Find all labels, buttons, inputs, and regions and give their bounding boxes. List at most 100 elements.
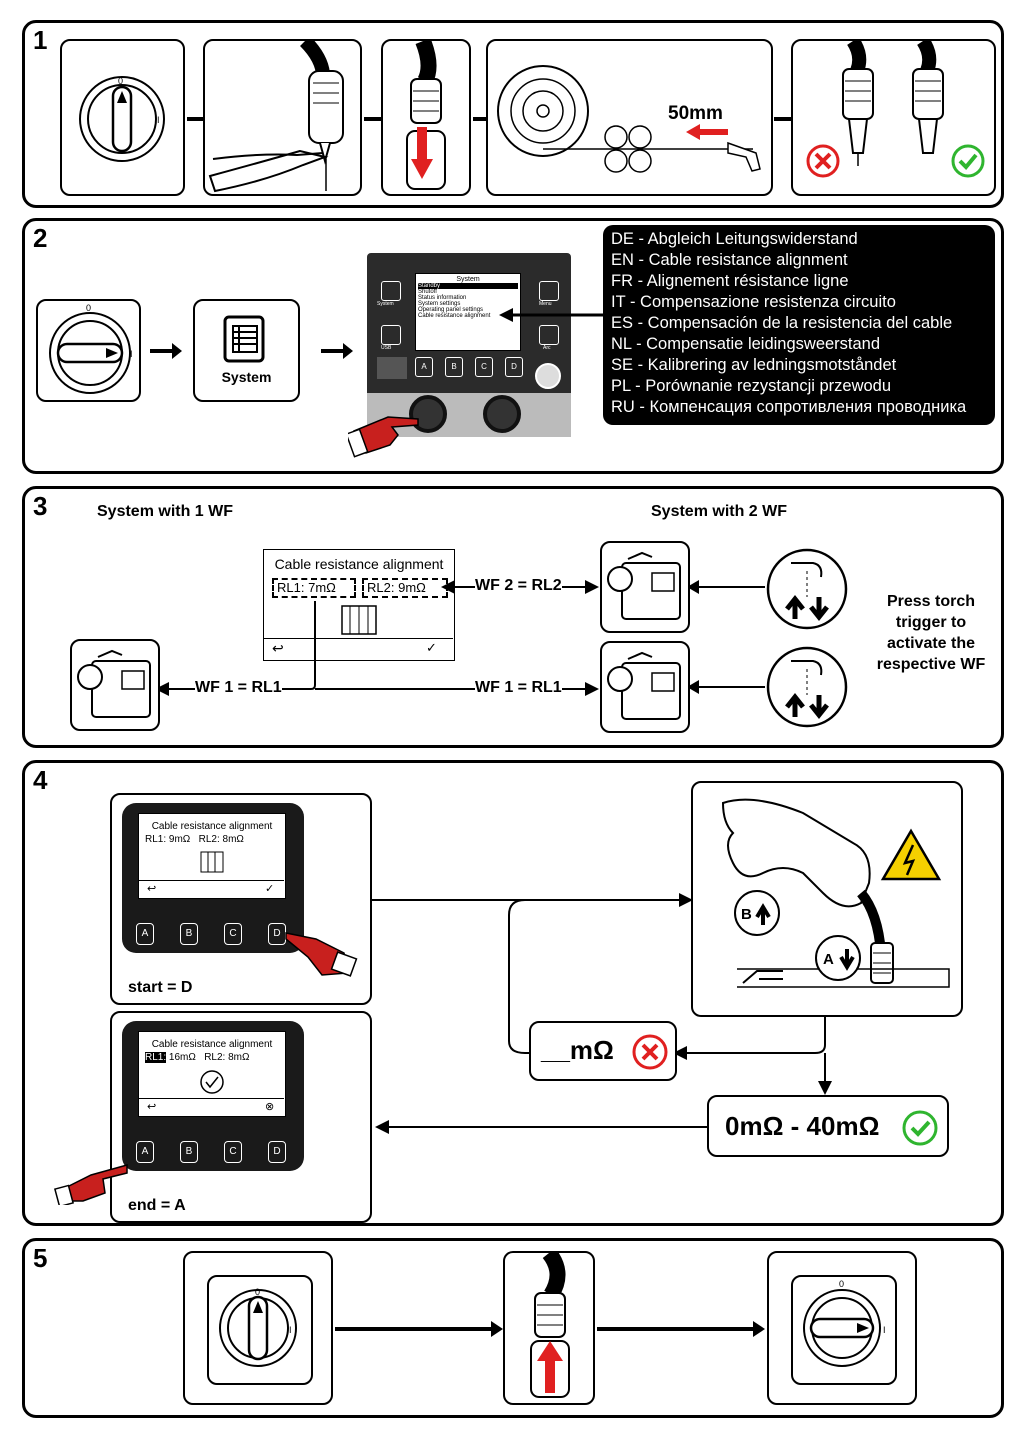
- ok-result-box: 0mΩ - 40mΩ: [707, 1095, 949, 1157]
- system-button-label: System: [221, 369, 272, 385]
- end-label: end = A: [128, 1197, 186, 1214]
- panel-soft-button-b[interactable]: B: [445, 357, 463, 377]
- main-switch-on-icon: 0 I: [49, 303, 133, 394]
- svg-text:A: A: [823, 951, 834, 968]
- torch-trigger-icon: [766, 646, 848, 728]
- language-item: SE - Kalibrering av ledningsmotståndet: [611, 356, 897, 374]
- svg-text:I: I: [289, 1325, 292, 1335]
- language-item: PL - Porównanie rezystancji przewodu: [611, 377, 892, 395]
- panel-menu-button[interactable]: [539, 281, 559, 301]
- step-number: 4: [33, 765, 48, 795]
- soft-button-a[interactable]: A: [136, 923, 154, 945]
- alignment-screen: Cable resistance alignment RL1: 7mΩ RL2:…: [263, 549, 455, 661]
- language-list: DE - Abgleich Leitungswiderstand EN - Ca…: [603, 225, 995, 425]
- panel-arc-button[interactable]: [539, 325, 559, 345]
- panel-right-encoder[interactable]: [483, 395, 521, 433]
- warning-sign-icon: [880, 828, 942, 881]
- wire-tip-result-tile: [791, 39, 996, 196]
- step-1-panel: 1 0 I: [22, 20, 1004, 208]
- error-result-box: __mΩ: [529, 1021, 677, 1081]
- soft-button-d[interactable]: D: [268, 1141, 286, 1163]
- arrow-right-icon: [321, 343, 353, 359]
- step-number: 5: [33, 1243, 48, 1273]
- wf1-label-right: WF 1 = RL1: [475, 679, 562, 697]
- trigger-a-icon: A: [815, 935, 861, 981]
- panel-usb-button[interactable]: [381, 325, 401, 345]
- panel-screen: System Standby Shutoff Status informatio…: [415, 273, 521, 351]
- panel-soft-button-a[interactable]: A: [415, 357, 433, 377]
- step-number: 1: [33, 25, 48, 55]
- wire-feeder-1wf: [70, 639, 160, 731]
- step-3-panel: 3 System with 1 WF System with 2 WF Cabl…: [22, 486, 1004, 748]
- torch-tile: B A: [691, 781, 963, 1017]
- nozzle-refit-tile: [503, 1251, 595, 1405]
- rl1-field: RL1: 7mΩ: [272, 578, 356, 598]
- soft-button-a[interactable]: A: [136, 1141, 154, 1163]
- cable-reel-icon: [200, 851, 224, 873]
- panel-round-button[interactable]: [535, 363, 561, 389]
- error-value: __mΩ: [541, 1035, 614, 1065]
- final-switch-off-tile: 0 I: [183, 1251, 333, 1405]
- svg-text:B: B: [741, 906, 752, 923]
- main-switch-off-icon: 0 I: [79, 76, 165, 162]
- panel-left-encoder[interactable]: [409, 395, 447, 433]
- wire-feeder-icon: [607, 651, 681, 720]
- switch-mark-off: 0: [118, 76, 123, 86]
- back-icon: ↩: [147, 1101, 157, 1113]
- ok-check-icon: [902, 1110, 938, 1146]
- cable-reel-icon: [341, 605, 377, 635]
- heading-2wf: System with 2 WF: [651, 503, 788, 520]
- wire-feeder-icon: [607, 551, 681, 620]
- final-switch-on-tile: 0 I: [767, 1251, 917, 1405]
- svg-text:I: I: [883, 1325, 886, 1335]
- soft-button-b[interactable]: B: [180, 923, 198, 945]
- arrow-right-icon: [335, 1321, 503, 1337]
- language-item: EN - Cable resistance alignment: [611, 251, 848, 269]
- arrow-right-icon: [150, 343, 182, 359]
- language-item: DE - Abgleich Leitungswiderstand: [611, 230, 858, 248]
- svg-text:I: I: [130, 349, 133, 359]
- step-number: 3: [33, 491, 48, 521]
- error-cross-icon: [806, 144, 840, 178]
- panel-soft-button-c[interactable]: C: [475, 357, 493, 377]
- panel-soft-button-d[interactable]: D: [505, 357, 523, 377]
- start-screen: Cable resistance alignment RL1: 9mΩ RL2:…: [138, 813, 286, 899]
- welding-torch-diagram: B A: [721, 798, 950, 988]
- svg-text:0: 0: [255, 1287, 260, 1297]
- wire-feeder-1: [600, 641, 690, 733]
- cancel-icon: ⊗: [265, 1101, 275, 1113]
- main-switch-on-icon: 0 I: [803, 1279, 886, 1367]
- step-5-panel: 5 0 I 0 I: [22, 1238, 1004, 1418]
- panel-display-strip: [377, 357, 407, 379]
- wf-connection-lines: [155, 580, 765, 696]
- success-check-icon: [200, 1070, 224, 1094]
- control-panel: System Standby Shutoff Status informatio…: [367, 253, 571, 437]
- soft-button-b[interactable]: B: [180, 1141, 198, 1163]
- wf1-label-left: WF 1 = RL1: [195, 679, 282, 697]
- language-item: RU - Компенсация сопротивления проводник…: [611, 398, 967, 416]
- nozzle-remove-icon: [406, 41, 446, 190]
- system-button-tile[interactable]: System: [193, 299, 300, 402]
- confirm-icon: ✓: [265, 883, 275, 895]
- soft-button-c[interactable]: C: [224, 923, 242, 945]
- arrow-right-icon: [597, 1321, 765, 1337]
- step-4-panel: 4 Cable resistance alignment RL1: 9mΩ RL…: [22, 760, 1004, 1226]
- nozzle-remove-tile: [381, 39, 471, 196]
- trigger-b-icon: B: [734, 890, 780, 936]
- wire-tip-compare-icon: [806, 41, 985, 178]
- trigger-note: Press torch trigger to activate the resp…: [876, 593, 986, 673]
- wire-retract-tile: 50mm: [486, 39, 773, 196]
- back-icon: ↩: [272, 640, 284, 656]
- wire-cutter-tile: [203, 39, 362, 196]
- torch-trigger-icon: [766, 548, 848, 630]
- confirm-icon: ✓: [426, 640, 437, 655]
- soft-button-c[interactable]: C: [224, 1141, 242, 1163]
- language-item: NL - Compensatie leidingsweerstand: [611, 335, 881, 353]
- panel-system-button[interactable]: [381, 281, 401, 301]
- ok-check-icon: [951, 144, 985, 178]
- svg-text:0: 0: [839, 1279, 844, 1289]
- wire-cutter-icon: [208, 41, 344, 193]
- pointing-hand-icon: [348, 416, 419, 458]
- error-cross-icon: [632, 1034, 668, 1070]
- end-screen: Cable resistance alignment RL1: 16mΩ RL2…: [138, 1031, 286, 1117]
